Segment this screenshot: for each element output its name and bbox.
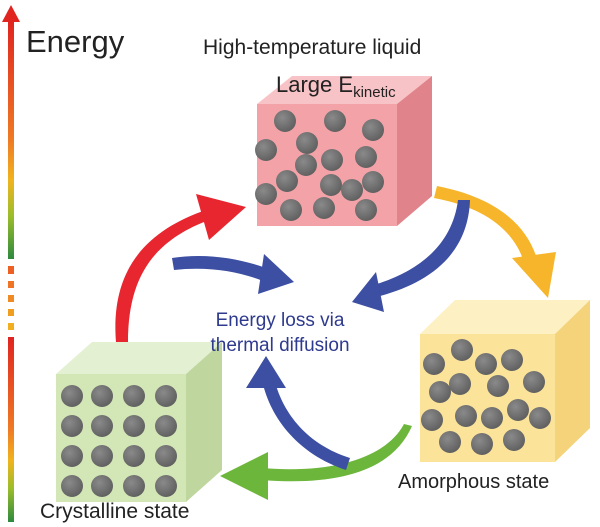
loss-arrow-liquid-icon: [352, 200, 470, 312]
thermal-loss-arrows: [172, 200, 470, 470]
crystalline-state-label: Crystalline state: [40, 500, 190, 523]
thermal-loss-label: Energy loss via thermal diffusion: [210, 310, 350, 356]
liquid-particles: [255, 110, 384, 221]
crystalline-particles: [61, 385, 177, 497]
liquid-state-title: High-temperature liquid: [203, 36, 422, 59]
loss-arrow-crystal-icon: [172, 254, 294, 294]
crystalline-cube: [56, 342, 222, 502]
amorphous-to-crystal-arrow-icon: [220, 424, 412, 500]
liquid-cube: [255, 76, 432, 226]
amorphous-state-label: Amorphous state: [398, 471, 550, 493]
kinetic-energy-main: Large E: [276, 72, 354, 97]
energy-axis-label: Energy: [26, 24, 125, 59]
loss-arrow-amorphous-icon: [246, 356, 350, 470]
amorphous-particles: [421, 339, 551, 455]
energy-gradient-arrow-icon: [2, 5, 20, 522]
amorphous-cube: [420, 300, 590, 462]
heating-arrow-icon: [115, 194, 246, 342]
liquid-to-amorphous-arrow-icon: [434, 186, 556, 298]
kinetic-energy-label: Large Ekinetic: [276, 72, 396, 101]
kinetic-energy-subscript: kinetic: [353, 84, 396, 101]
